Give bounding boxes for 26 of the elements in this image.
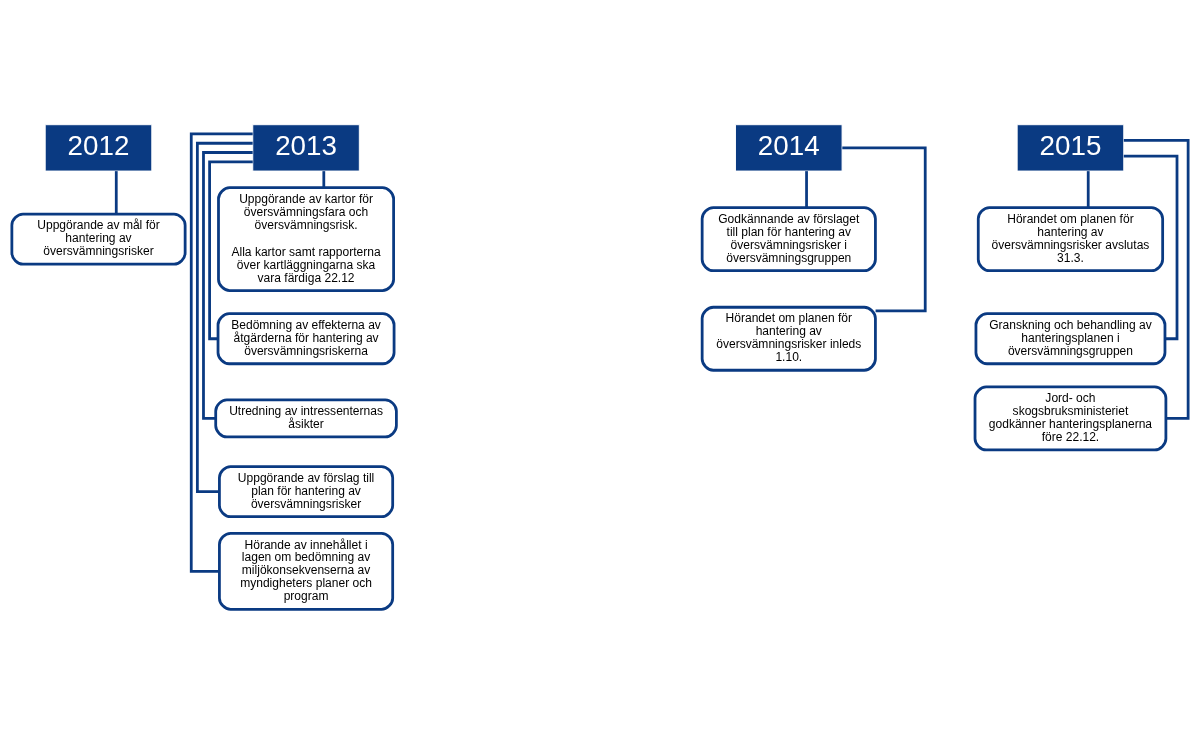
node-box: Hörandet om planen för hantering av översvämningsrisker inleds 1.10. (700, 305, 877, 372)
connector (114, 170, 118, 214)
node-box: 2012 (44, 123, 153, 171)
node-box: 2014 (735, 123, 843, 171)
connector (322, 170, 326, 187)
node-box: Utredning av intressenternas åsikter (214, 398, 398, 438)
node-box: Hörande av innehållet i lagen om bedömning av miljökonsekvenserna av myndigheters planer och program (218, 531, 395, 611)
connector (842, 146, 927, 312)
node-box: Hörandet om planen för hantering av översvämningsrisker avslutas 31.3. (976, 205, 1165, 272)
node-box: Uppgörande av kartor för översvämningsfara och översvämningsrisk. Alla kartor samt rapporterna över kartläggningarna ska vara färdiga 22.12 (217, 185, 395, 292)
connector (1086, 170, 1090, 207)
node-box: Uppgörande av förslag till plan för hantering av översvämningsrisker (218, 464, 395, 518)
connector (202, 150, 253, 420)
connector (196, 141, 253, 493)
node-box: Uppgörande av mål för hantering av översvämningsrisker (10, 212, 187, 266)
node-box: Bedömning av effekterna av åtgärderna för hantering av översvämningsriskerna (216, 311, 396, 365)
connector (208, 159, 253, 340)
connector (189, 132, 253, 573)
node-box: Granskning och behandling av hanteringsplanen i översvämningsgruppen (974, 311, 1167, 365)
connector (1123, 154, 1179, 340)
node-box: Jord- och skogsbruksministeriet godkänner hanteringsplanerna före 22.12. (973, 385, 1168, 451)
node-box: 2015 (1016, 123, 1125, 171)
node-box: 2013 (252, 123, 360, 171)
node-box: Godkännande av förslaget till plan för hantering av översvämningsrisker i översvämningsgruppen (700, 205, 877, 272)
connector (1123, 138, 1190, 420)
connector (805, 170, 808, 207)
